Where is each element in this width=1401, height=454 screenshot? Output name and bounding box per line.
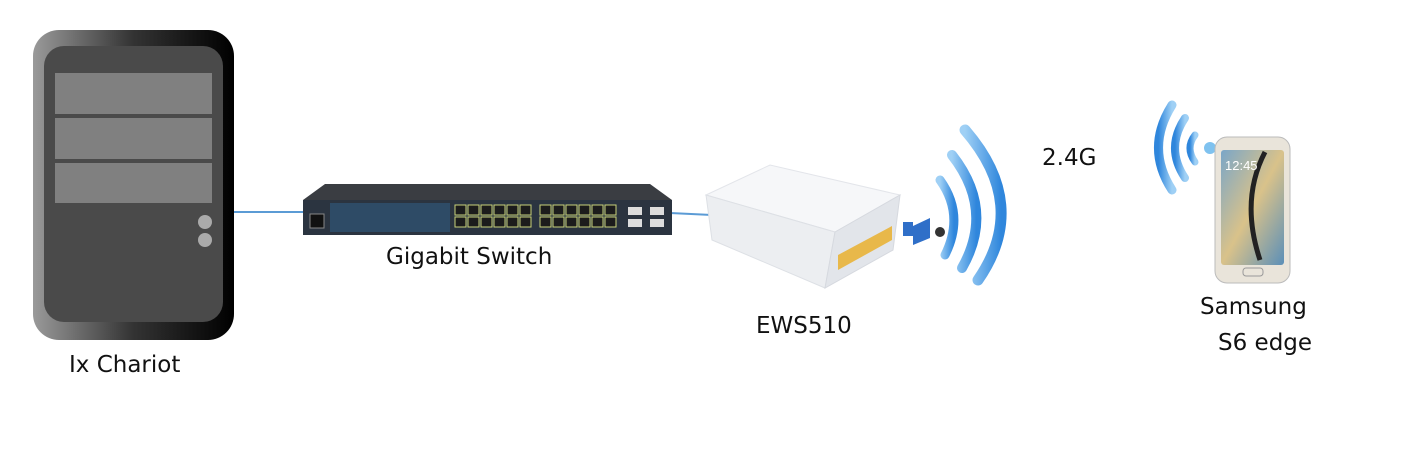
ap-label: EWS510 — [756, 313, 852, 339]
switch-port — [578, 216, 591, 228]
switch-port — [539, 216, 552, 228]
switch-port — [480, 204, 493, 216]
switch-label: Gigabit Switch — [386, 244, 553, 270]
phone-wifi-signal-icon — [1154, 100, 1216, 195]
switch-port — [519, 216, 532, 228]
ews510-access-point-icon — [704, 164, 945, 289]
switch-port — [565, 204, 578, 216]
switch-port — [578, 204, 591, 216]
switch-port — [591, 216, 604, 228]
switch-port — [454, 204, 467, 216]
phone-clock: 12:45 — [1225, 158, 1258, 173]
band-label: 2.4G — [1042, 145, 1097, 171]
cable-switch-ap — [669, 212, 713, 216]
switch-port — [565, 216, 578, 228]
switch-port — [480, 216, 493, 228]
switch-port — [539, 204, 552, 216]
switch-port — [591, 204, 604, 216]
switch-port — [552, 204, 565, 216]
switch-port — [493, 204, 506, 216]
switch-port — [604, 204, 617, 216]
switch-port — [454, 216, 467, 228]
samsung-phone-icon: 12:45 — [1214, 136, 1291, 284]
switch-port — [493, 216, 506, 228]
switch-port — [506, 204, 519, 216]
switch-port — [467, 216, 480, 228]
switch-port — [506, 216, 519, 228]
switch-port — [552, 216, 565, 228]
switch-port — [467, 204, 480, 216]
switch-port — [604, 216, 617, 228]
wifi-signal-icon — [935, 124, 1007, 286]
gigabit-switch-icon — [303, 184, 672, 235]
switch-port — [519, 204, 532, 216]
phone-label-line2: S6 edge — [1218, 330, 1313, 356]
pc-tower-icon — [33, 30, 234, 340]
pc-label: Ix Chariot — [69, 352, 181, 378]
phone-label-line1: Samsung — [1200, 294, 1307, 320]
